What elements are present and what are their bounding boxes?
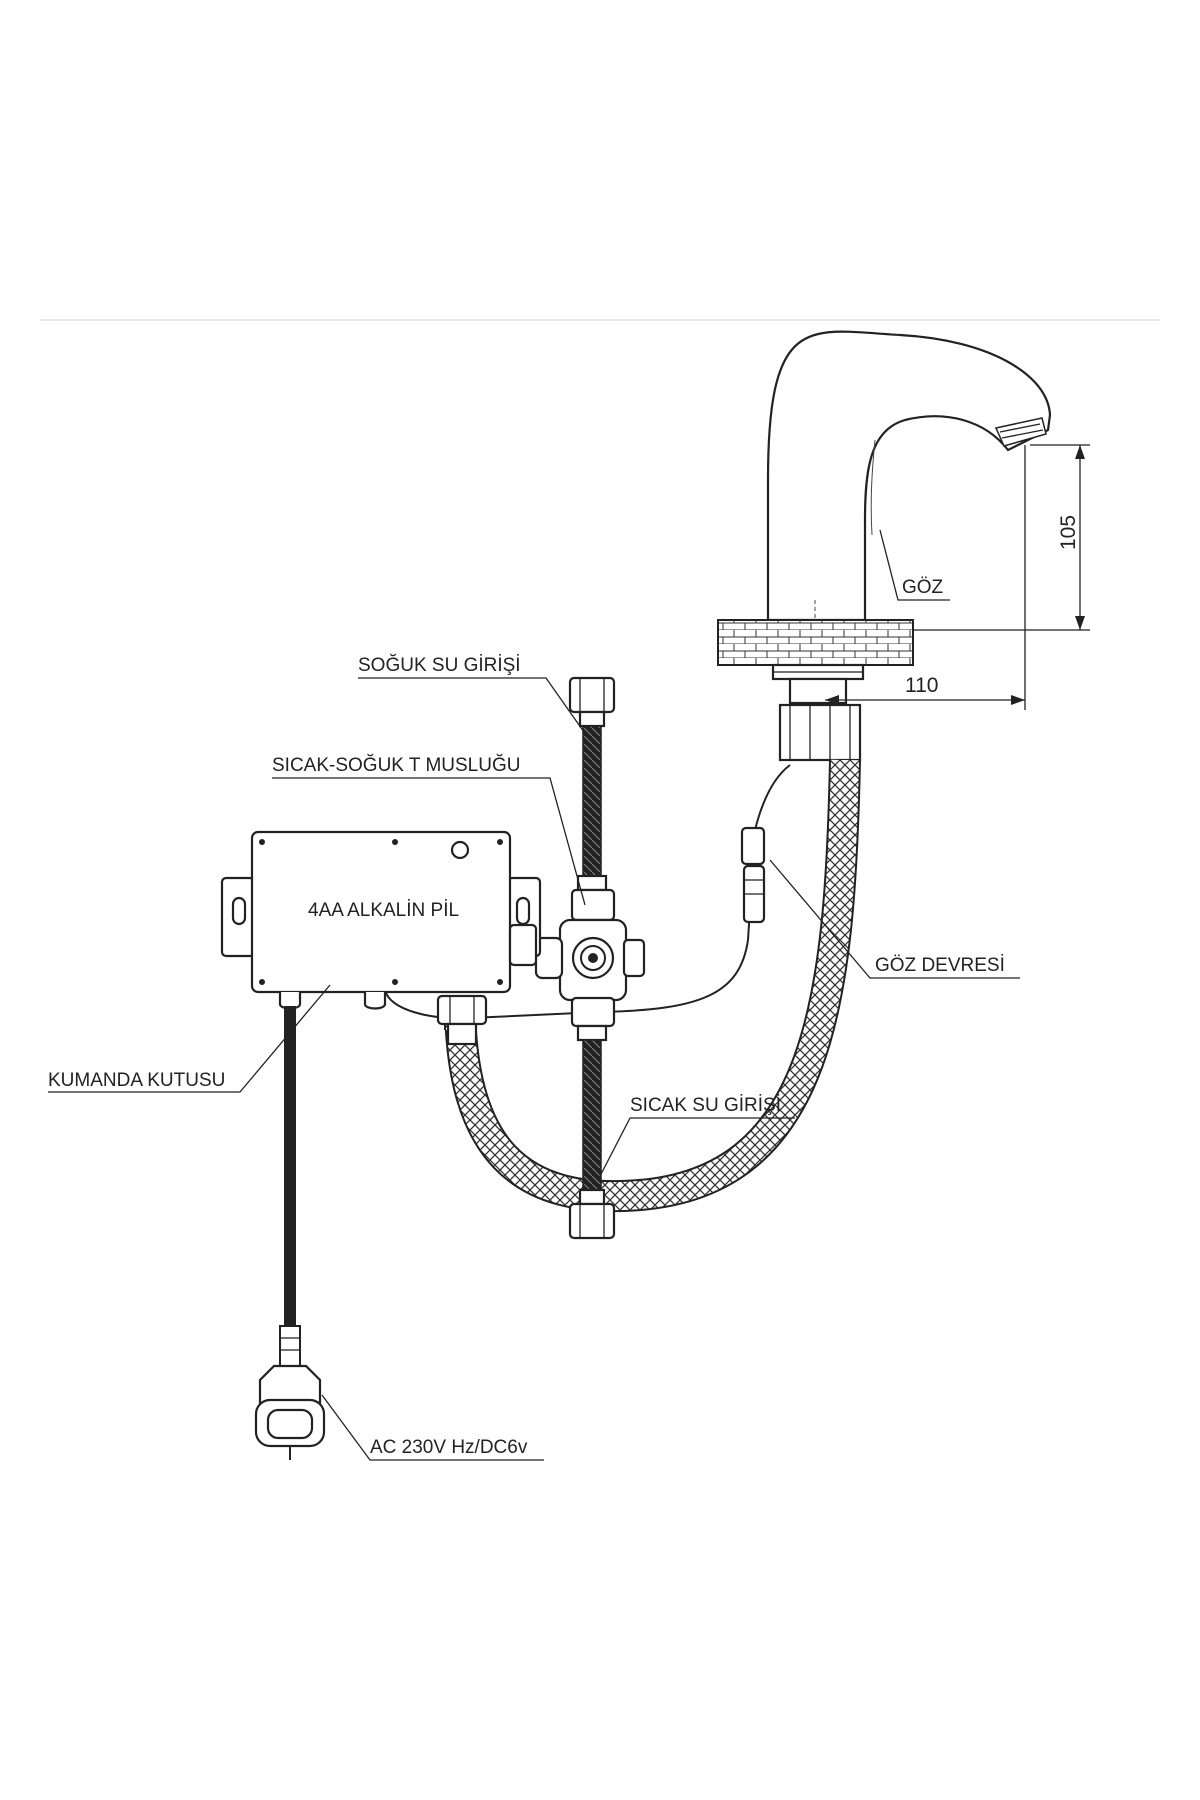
dimension-height: 105 <box>913 444 1090 631</box>
svg-text:SICAK SU GİRİŞİ: SICAK SU GİRİŞİ <box>630 1095 781 1116</box>
faucet <box>717 330 1052 762</box>
control-box: 4AA ALKALİN PİL <box>220 830 542 1046</box>
label-control-box: KUMANDA KUTUSU <box>48 984 331 1093</box>
dimension-reach: 110 <box>825 445 1026 710</box>
svg-text:GÖZ DEVRESİ: GÖZ DEVRESİ <box>875 955 1005 976</box>
tee-valve <box>534 888 646 1028</box>
power-plug <box>254 1364 326 1460</box>
dimension-reach-text: 110 <box>905 674 938 697</box>
svg-text:SOĞUK SU GİRİŞİ: SOĞUK SU GİRİŞİ <box>358 654 521 676</box>
mounting-nut <box>778 703 862 762</box>
label-sensor-circuit: GÖZ DEVRESİ <box>769 859 1020 979</box>
battery-label: 4AA ALKALİN PİL <box>308 900 459 921</box>
label-sensor: GÖZ <box>879 529 950 601</box>
label-cold-inlet: SOĞUK SU GİRİŞİ <box>358 654 585 733</box>
label-power: AC 230V Hz/DC6v <box>321 1394 544 1461</box>
svg-text:GÖZ: GÖZ <box>902 577 944 598</box>
dimension-height-text: 105 <box>1057 515 1080 550</box>
sensor-cable <box>384 764 791 1020</box>
label-hot-inlet: SICAK SU GİRİŞİ <box>597 1095 795 1181</box>
countertop <box>717 619 914 666</box>
power-cable <box>279 1006 301 1367</box>
sensor-connector <box>740 826 766 924</box>
svg-text:AC 230V Hz/DC6v: AC 230V Hz/DC6v <box>370 1437 528 1458</box>
svg-text:KUMANDA KUTUSU: KUMANDA KUTUSU <box>48 1070 225 1091</box>
svg-text:SICAK-SOĞUK T MUSLUĞU: SICAK-SOĞUK T MUSLUĞU <box>272 754 520 776</box>
label-tee-valve: SICAK-SOĞUK T MUSLUĞU <box>272 754 586 906</box>
hot-water-hose <box>568 1024 616 1240</box>
cold-water-hose <box>568 676 616 892</box>
